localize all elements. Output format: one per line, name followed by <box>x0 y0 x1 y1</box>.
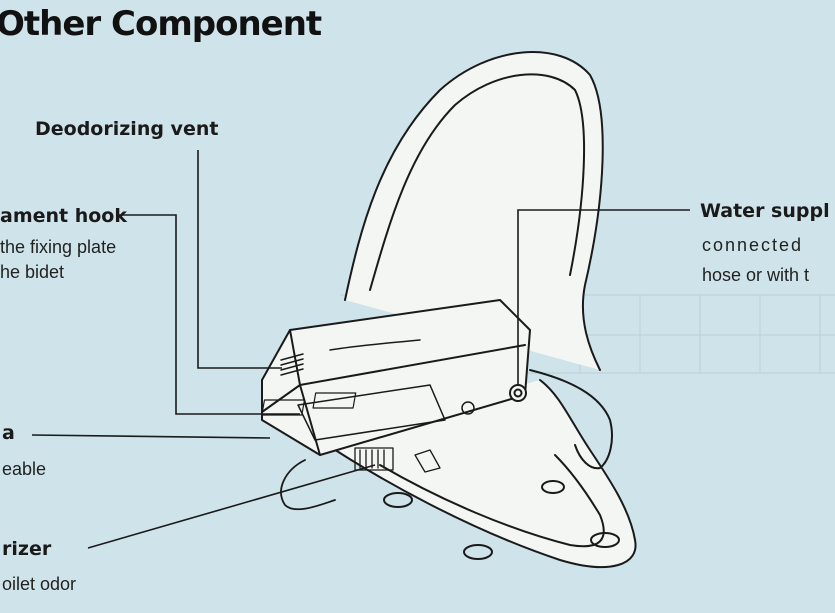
deodorizer-filter <box>354 447 394 471</box>
label-water-supply-desc-2: hose or with t <box>702 265 810 285</box>
label-attachment-hook-desc-1: the fixing plate <box>0 237 117 257</box>
deodorizing-vent-slits <box>280 353 304 376</box>
bidet-lid-inner <box>369 73 586 291</box>
label-part-a-desc: eable <box>2 459 47 479</box>
label-water-supply: Water suppl <box>700 200 830 222</box>
water-supply-inlet <box>509 384 527 402</box>
bidet-lid <box>344 51 604 371</box>
label-attachment-hook-desc-2: he bidet <box>0 262 65 282</box>
bidet-body <box>261 299 531 456</box>
leader-part-a <box>31 434 271 439</box>
leader-water-supply <box>517 209 690 385</box>
fixing-plate <box>297 384 446 441</box>
label-water-supply-desc-1: connected <box>702 235 804 255</box>
leader-deodorizer <box>87 464 376 549</box>
bidet-seat-inner <box>379 454 605 548</box>
leader-deodorizing-vent <box>197 150 282 369</box>
label-attachment-hook: ament hook <box>0 205 127 227</box>
page-title: Other Component <box>0 4 322 44</box>
power-cord <box>280 459 336 511</box>
leader-attachment-hook <box>118 214 300 415</box>
label-deodorizing-vent: Deodorizing vent <box>35 118 219 140</box>
label-deodorizer: rizer <box>2 538 52 560</box>
label-deodorizer-desc: oilet odor <box>2 574 77 594</box>
label-part-a: a <box>2 422 15 444</box>
